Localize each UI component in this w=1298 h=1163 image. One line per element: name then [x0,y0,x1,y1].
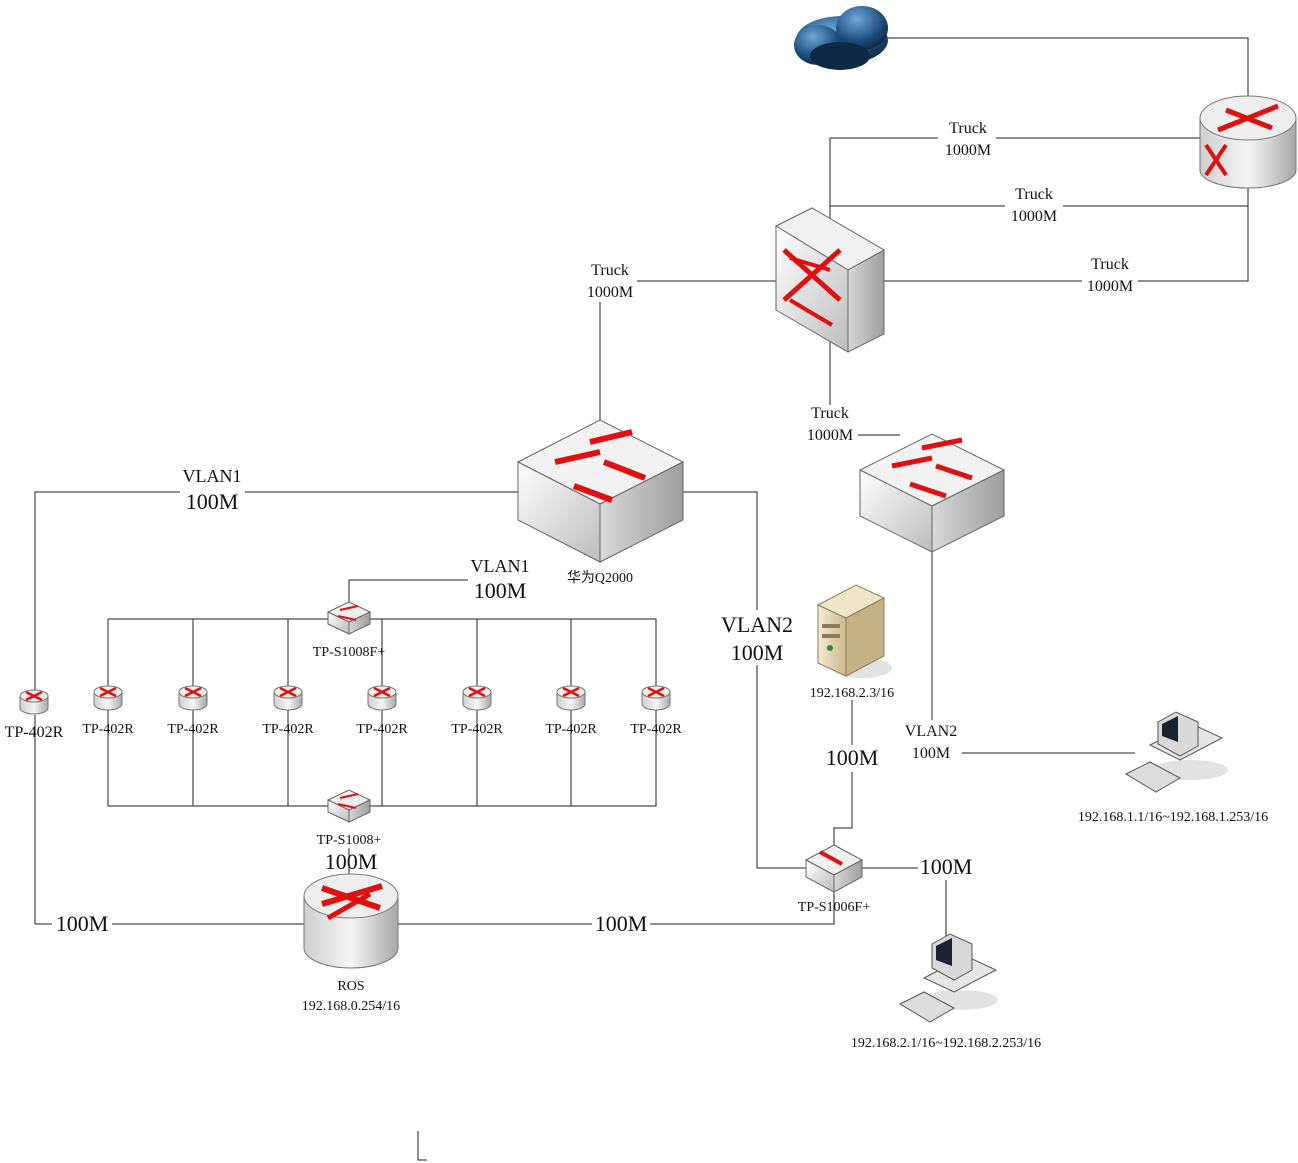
ap-left-icon [19,689,49,715]
switch-s1008-icon [326,789,372,823]
device-labels: 华为Q2000 TP-S1008F+ TP-S1008+ TP-S1006F+ … [5,570,1269,1051]
switch-top-label: TP-S1008F+ [313,645,386,660]
internet-cloud-icon [794,6,888,70]
truck3-speed: 1000M [1087,278,1133,295]
ap-7-icon [641,685,671,711]
ros-ip: 192.168.0.254/16 [302,999,400,1014]
ap-3-icon [273,685,303,711]
vlan1-sub-speed: 100M [474,578,527,603]
truck2-name: Truck [1015,186,1053,203]
pc-bottom-icon [898,933,998,1023]
vlan2-right-speed: 100M [912,745,950,762]
vlan2-main-name: VLAN2 [721,612,793,637]
ros-left-speed: 100M [56,911,109,936]
switch-s1006f-icon [804,844,864,893]
switch-s1008f-icon [326,601,372,635]
pc2-link-speed: 100M [920,854,973,879]
pc-right-icon [1124,711,1228,793]
access-switch-icon [858,433,1006,553]
ap-4-icon [367,685,397,711]
connection-lines [34,37,1249,1161]
ap-label: TP-402R [451,722,503,737]
server-ip: 192.168.2.3/16 [810,686,894,701]
s1008-link-speed: 100M [325,849,378,874]
ap-label: TP-402R [82,722,134,737]
ros-right-speed: 100M [595,911,648,936]
truck2-speed: 1000M [1011,208,1057,225]
switch-bottom-label: TP-S1008+ [317,833,382,848]
ap-label: TP-402R [630,722,682,737]
vlan2-main-speed: 100M [731,640,784,665]
ap-label: TP-402R [167,722,219,737]
ap-label: TP-402R [262,722,314,737]
ap-1-icon [93,685,123,711]
link-labels: Truck 1000M Truck 1000M Truck 1000M Truc… [56,120,1133,936]
ap-label: TP-402R [356,722,408,737]
ap-5-icon [462,685,492,711]
truck4-speed: 1000M [587,284,633,301]
core-switch-label: 华为Q2000 [567,570,633,586]
ap-2-icon [178,685,208,711]
vlan1-main-speed: 100M [186,489,239,514]
truck5-name: Truck [811,405,849,422]
pc-bottom-range: 192.168.2.1/16~192.168.2.253/16 [851,1036,1041,1051]
switch-right-label: TP-S1006F+ [798,900,871,915]
ap-label: TP-402R [545,722,597,737]
vlan1-sub-name: VLAN1 [471,556,530,576]
core-switch-icon [516,419,685,563]
ap-icons [19,685,671,715]
ap-left-label: TP-402R [5,724,64,741]
truck5-speed: 1000M [807,427,853,444]
truck1-speed: 1000M [945,142,991,159]
core-router-icon [774,207,886,353]
server-link-speed: 100M [826,745,879,770]
server-icon [816,584,892,678]
ros-name: ROS [337,979,364,994]
ros-router-icon [303,873,399,969]
vlan1-main-name: VLAN1 [183,466,242,486]
vlan2-right-name: VLAN2 [905,723,957,740]
edge-router-icon [1199,95,1297,189]
truck3-name: Truck [1091,256,1129,273]
truck4-name: Truck [591,262,629,279]
truck1-name: Truck [949,120,987,137]
ap-6-icon [556,685,586,711]
pc-right-range: 192.168.1.1/16~192.168.1.253/16 [1078,810,1268,825]
